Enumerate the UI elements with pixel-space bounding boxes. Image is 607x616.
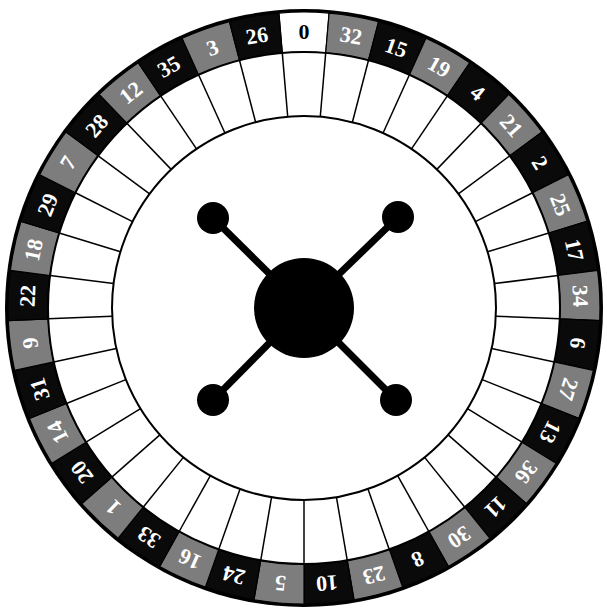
pocket-divider: [448, 435, 496, 477]
number-segment: [279, 12, 329, 53]
pocket-number: 34: [568, 285, 591, 308]
pocket-divider: [282, 53, 287, 117]
pocket-divider: [98, 156, 149, 194]
pocket-divider: [352, 60, 368, 122]
pocket-divider: [66, 380, 125, 404]
turret-hub: [254, 258, 354, 358]
pocket-divider: [437, 123, 481, 169]
pocket-divider: [219, 489, 240, 549]
pocket-divider: [425, 457, 465, 507]
pocket-divider: [59, 233, 120, 252]
turret-knob: [197, 384, 229, 416]
pocket-ring: [48, 52, 560, 564]
pocket-divider: [458, 156, 509, 194]
pocket-divider: [398, 476, 429, 532]
pocket-number: 22: [17, 285, 40, 308]
turret-knob: [382, 201, 414, 233]
pocket-number: 5: [274, 572, 287, 595]
pocket-divider: [161, 96, 197, 149]
wheel-group: [5, 9, 603, 607]
wheel-rim: [5, 9, 603, 607]
number-segment: [304, 560, 354, 604]
number-segment: [254, 560, 304, 604]
pocket-number: 26: [245, 23, 270, 48]
pocket-divider: [412, 96, 448, 149]
pocket-number: 0: [299, 21, 310, 43]
pocket-divider: [199, 75, 225, 133]
pocket-number: 10: [316, 571, 340, 595]
pocket-divider: [261, 497, 272, 560]
number-segment: [558, 270, 600, 320]
pocket-divider: [86, 409, 140, 443]
pocket-divider: [179, 476, 210, 532]
pocket-divider: [475, 193, 532, 222]
pocket-divider: [488, 233, 549, 252]
turret-knob: [380, 384, 412, 416]
pocket-divider: [482, 380, 541, 404]
number-segment: [554, 319, 599, 370]
number-segment: [8, 319, 53, 370]
pocket-number: 32: [338, 23, 363, 48]
pocket-divider: [54, 348, 117, 361]
pocket-divider: [75, 193, 132, 222]
pocket-divider: [48, 316, 112, 319]
pocket-divider: [496, 316, 560, 319]
number-segment: [8, 270, 50, 320]
turret-knob: [197, 202, 229, 234]
pocket-number: 17: [561, 237, 587, 263]
pocket-divider: [112, 435, 160, 477]
inner-bowl: [112, 116, 496, 500]
pocket-divider: [336, 497, 347, 560]
pocket-divider: [50, 275, 113, 283]
pocket-number: 23: [360, 562, 387, 589]
pocket-divider: [320, 53, 325, 117]
pocket-divider: [239, 60, 255, 122]
pocket-divider: [492, 348, 555, 361]
pocket-divider: [467, 409, 521, 443]
pocket-divider: [303, 500, 305, 564]
pocket-divider: [127, 123, 171, 169]
pocket-divider: [143, 457, 183, 507]
pocket-divider: [494, 275, 557, 283]
pocket-divider: [383, 75, 409, 133]
pocket-divider: [368, 489, 389, 549]
pocket-number: 18: [21, 237, 47, 263]
